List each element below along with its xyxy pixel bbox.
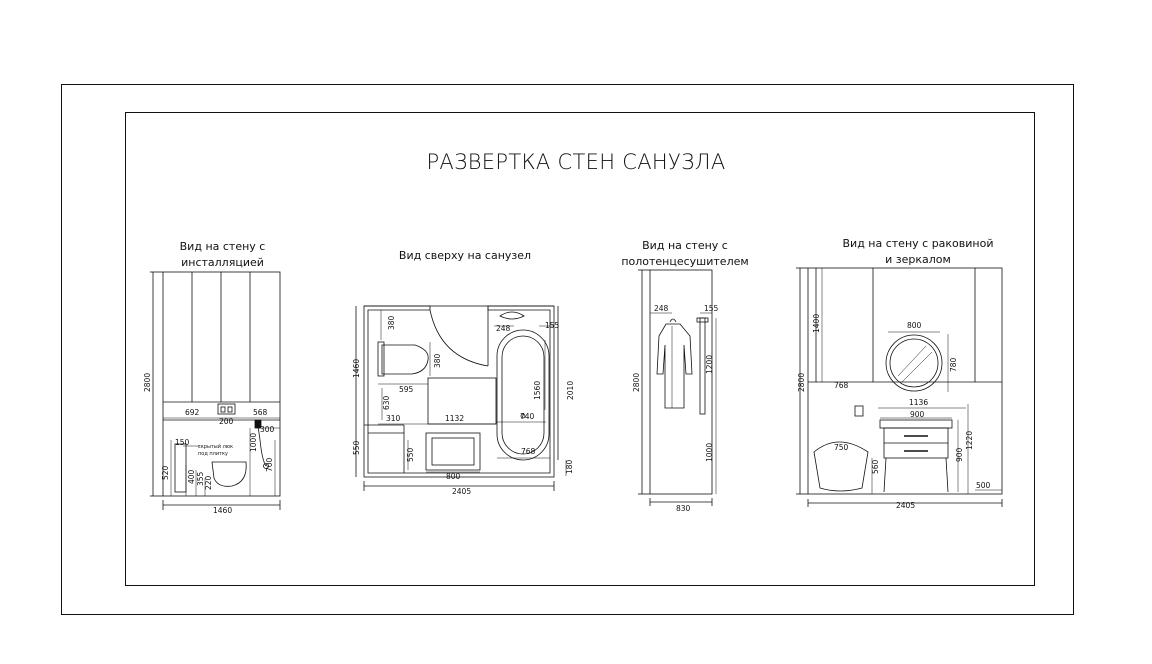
v3-dim-width: 830 (676, 504, 691, 513)
flush-button (217, 403, 236, 415)
outer-frame (61, 84, 1074, 615)
round-mirror-icon (885, 334, 943, 392)
hidden-hatch (174, 443, 187, 493)
view2-plan (355, 305, 567, 491)
view3-caption: Вид на стену с полотенцесушителем (610, 238, 760, 270)
v1-dim-200: 200 (219, 417, 234, 426)
view2-caption: Вид сверху на санузел (398, 249, 532, 262)
v1-dim-355: 355 (196, 471, 205, 486)
view4-caption: Вид на стену с раковиной и зеркалом (818, 236, 1018, 268)
v4-dim-768: 768 (834, 381, 849, 390)
view3-caption-line1: Вид на стену с (642, 239, 728, 252)
hygienic-shower-icon (257, 425, 267, 467)
toilet-bowl-icon (211, 461, 247, 487)
v1-note-line2: под плитку (198, 451, 228, 457)
v2-dim-1132: 1132 (445, 414, 464, 423)
v2-dim-550b: 550 (406, 447, 415, 462)
toothbrush-cup-icon (854, 405, 864, 417)
v1-dim-400: 400 (187, 469, 196, 484)
bathtub-side-icon (813, 441, 869, 492)
v1-dim-width: 1460 (213, 506, 232, 515)
v4-dim-900a: 900 (910, 410, 925, 419)
v3-dim-height: 2800 (632, 373, 641, 392)
v2-dim-740: 740 (520, 412, 535, 421)
v1-dim-692: 692 (185, 408, 200, 417)
view1-caption-line1: Вид на стену с (179, 240, 266, 253)
v1-note-line1: скрытый люк (198, 443, 233, 450)
v4-dim-1136: 1136 (909, 398, 928, 407)
sheet-title: РАЗВЕРТКА СТЕН САНУЗЛА (426, 150, 726, 174)
v2-dim-380a: 380 (387, 315, 396, 330)
v4-dim-900b: 900 (955, 447, 964, 462)
v4-dim-1400: 1400 (812, 314, 821, 333)
v1-dim-700: 700 (265, 457, 274, 472)
v4-dim-1220: 1220 (965, 431, 974, 450)
v2-dim-total: 2405 (452, 487, 471, 496)
v1-dim-300: 300 (260, 425, 275, 434)
bathrobe-icon (656, 323, 693, 409)
v1-dim-220: 220 (204, 475, 213, 490)
door-swing (429, 309, 489, 367)
view4-sink-wall (796, 267, 1003, 507)
v3-dim-1000: 1000 (705, 443, 714, 462)
v3-dim-248: 248 (654, 304, 669, 313)
view1-installation-wall (150, 271, 281, 510)
v1-dim-height: 2800 (143, 373, 152, 392)
v2-dim-630: 630 (382, 395, 391, 410)
v4-dim-750: 750 (834, 443, 849, 452)
v3-dim-155: 155 (704, 304, 719, 313)
v4-dim-800: 800 (907, 321, 922, 330)
v2-dim-155: 155 (545, 321, 560, 330)
drawing-sheet (125, 112, 1035, 586)
v4-dim-560: 560 (871, 459, 880, 474)
view3-caption-line2: полотенцесушителем (621, 255, 749, 268)
view4-caption-line2: и зеркалом (885, 253, 951, 266)
view1-caption-line2: инсталляцией (181, 256, 264, 269)
v2-dim-380b: 380 (433, 353, 442, 368)
v2-dim-800: 800 (446, 472, 461, 481)
v4-dim-total: 2405 (896, 501, 915, 510)
toilet-top-icon (381, 344, 429, 375)
v3-dim-1200: 1200 (705, 355, 714, 374)
v1-dim-150: 150 (175, 438, 190, 447)
v2-dim-310: 310 (386, 414, 401, 423)
v4-dim-500: 500 (976, 481, 991, 490)
bathtub-icon (496, 329, 550, 461)
v4-dim-height: 2800 (797, 373, 806, 392)
mixer-top-icon (499, 311, 525, 320)
v2-dim-1460: 1460 (352, 359, 361, 378)
v1-dim-1000: 1000 (249, 433, 258, 452)
view1-caption: Вид на стену с инсталляцией (160, 239, 285, 271)
view3-towel-wall (638, 269, 717, 506)
v2-dim-550a: 550 (352, 440, 361, 455)
v2-dim-248: 248 (496, 324, 511, 333)
v1-dim-520: 520 (161, 465, 170, 480)
v2-dim-768: 768 (521, 447, 536, 456)
v2-dim-180: 180 (565, 459, 574, 474)
v1-dim-568: 568 (253, 408, 268, 417)
v2-dim-2010: 2010 (566, 381, 575, 400)
v2-dim-595: 595 (399, 385, 414, 394)
v4-dim-780: 780 (949, 357, 958, 372)
v2-dim-1560: 1560 (533, 381, 542, 400)
vanity-top-icon (425, 432, 481, 471)
view4-caption-line1: Вид на стену с раковиной (842, 237, 994, 250)
